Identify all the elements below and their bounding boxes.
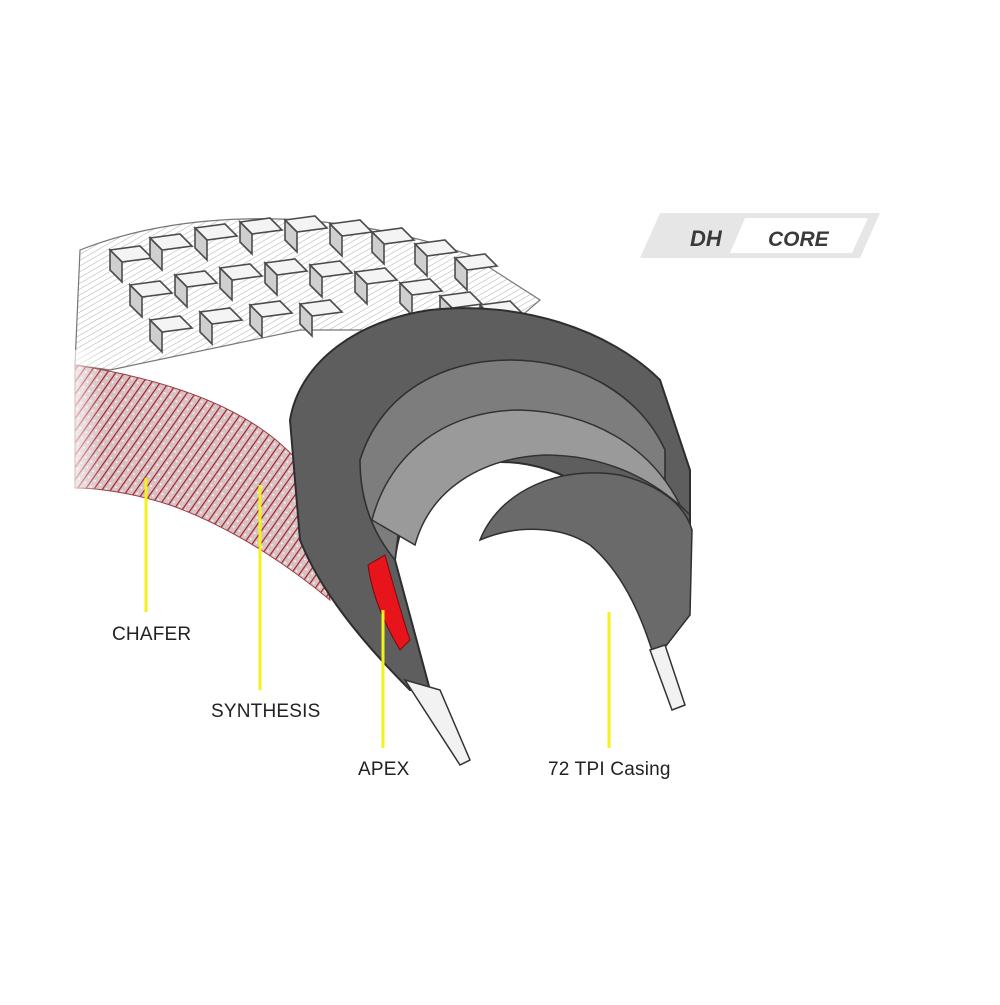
tread-knob-side [309, 263, 323, 299]
tread-knob-side [239, 220, 253, 256]
tread-knob-side [219, 266, 233, 302]
tread-knob-side [299, 302, 313, 338]
badge-core-text: CORE [768, 228, 830, 251]
right-bead-wire [649, 644, 686, 711]
casing-cross-section [288, 307, 693, 766]
tread-knob-side [194, 226, 208, 262]
inner-cavity [478, 472, 693, 662]
tread-knob-side [149, 236, 163, 272]
tread-knob-side [174, 273, 188, 309]
tread-knob-side [354, 270, 368, 306]
tread-knob-side [264, 261, 278, 297]
inner-layer [371, 409, 691, 547]
tread-knob-side [414, 242, 428, 278]
chafer-fade [60, 350, 180, 500]
callout-casing-label: 72 TPI Casing [548, 759, 671, 780]
tread-knob-side [109, 248, 123, 284]
apex-layer [367, 554, 411, 651]
tread-knob-side [199, 310, 213, 346]
callout-apex-label: APEX [358, 759, 410, 780]
tread-knob-side [249, 303, 263, 339]
tread-knob-side [284, 218, 298, 254]
dh-core-badge: DH CORE [640, 213, 880, 258]
badge-right-panel [730, 218, 868, 253]
leader-lines [144, 478, 611, 748]
tread-knob-side [329, 222, 343, 258]
tread-knob-side [371, 230, 385, 266]
callout-synthesis-label: SYNTHESIS [211, 701, 321, 722]
badge-dh-text: DH [690, 226, 723, 251]
tread-knob-side [129, 283, 143, 319]
tread-knob-side [454, 256, 468, 292]
callout-chafer-label: CHAFER [112, 624, 192, 645]
tread-knobs [74, 215, 542, 371]
left-bead-wire [403, 678, 471, 766]
